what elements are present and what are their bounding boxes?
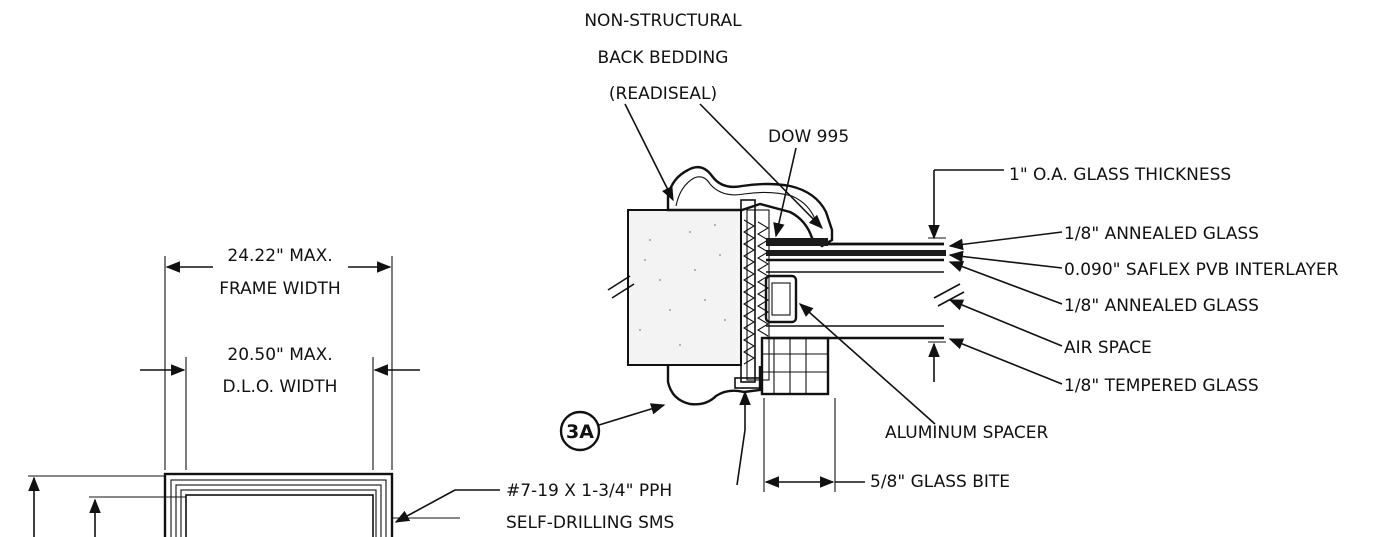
oa-thickness-label: 1" O.A. GLASS THICKNESS — [1009, 165, 1231, 185]
daylight-opening — [185, 494, 374, 537]
screw-leader — [394, 489, 456, 523]
dlo-width-label-line2: D.L.O. WIDTH — [223, 377, 338, 397]
frame-outer-edge — [163, 472, 394, 537]
frame-width-label-line2: FRAME WIDTH — [219, 279, 340, 299]
aluminum-spacer — [764, 274, 798, 324]
dlo-width-label-line1: 20.50" MAX. — [227, 345, 332, 365]
backbedding-leader-1 — [624, 103, 674, 202]
detail-callout-3a: 3A — [559, 403, 666, 452]
frame-profile-bottom — [666, 365, 762, 406]
annealed-glass-top-label: 1/8" ANNEALED GLASS — [1064, 224, 1259, 244]
wall-substrate — [627, 209, 742, 366]
dow-995-leader — [773, 147, 797, 238]
frame-profile-top — [666, 165, 834, 248]
backbedding-label-line2: BACK BEDDING — [598, 48, 729, 68]
screw-head — [734, 377, 762, 389]
dow-995-label: DOW 995 — [768, 127, 849, 147]
tempered-glass-label: 1/8" TEMPERED GLASS — [1064, 376, 1259, 396]
pvb-interlayer — [766, 250, 946, 256]
frame-elevation — [28, 256, 500, 537]
air-space-leader — [948, 299, 1063, 347]
air-space-label: AIR SPACE — [1064, 338, 1152, 358]
backbedding-leader-2 — [699, 103, 824, 230]
annealed-top-leader — [948, 231, 1063, 251]
annealed-glass-bottom-label: 1/8" ANNEALED GLASS — [1064, 296, 1259, 316]
screw-label-line1: #7-19 X 1-3/4" PPH — [506, 481, 672, 501]
sealant-zigzag — [742, 219, 756, 365]
aluminum-spacer-label: ALUMINUM SPACER — [885, 423, 1049, 443]
dow-995-bead — [766, 238, 828, 246]
frame-width-label-line1: 24.22" MAX. — [227, 246, 332, 266]
tempered-leader — [948, 338, 1063, 385]
backbedding-label-line3: (READISEAL) — [609, 84, 717, 104]
screw-label-line2: SELF-DRILLING SMS — [506, 513, 674, 533]
annealed-bottom-leader — [948, 261, 1063, 305]
glass-bite-label: 5/8" GLASS BITE — [870, 472, 1010, 492]
spacer-leader — [798, 303, 936, 425]
frame-spine — [740, 199, 756, 383]
interlayer-leader — [948, 250, 1063, 269]
backbedding-label-line1: NON-STRUCTURAL — [584, 11, 742, 31]
pvb-interlayer-label: 0.090" SAFLEX PVB INTERLAYER — [1064, 260, 1339, 280]
glass-stop — [760, 336, 830, 396]
glazing-section — [607, 103, 1063, 492]
detail-callout-text: 3A — [566, 421, 594, 443]
